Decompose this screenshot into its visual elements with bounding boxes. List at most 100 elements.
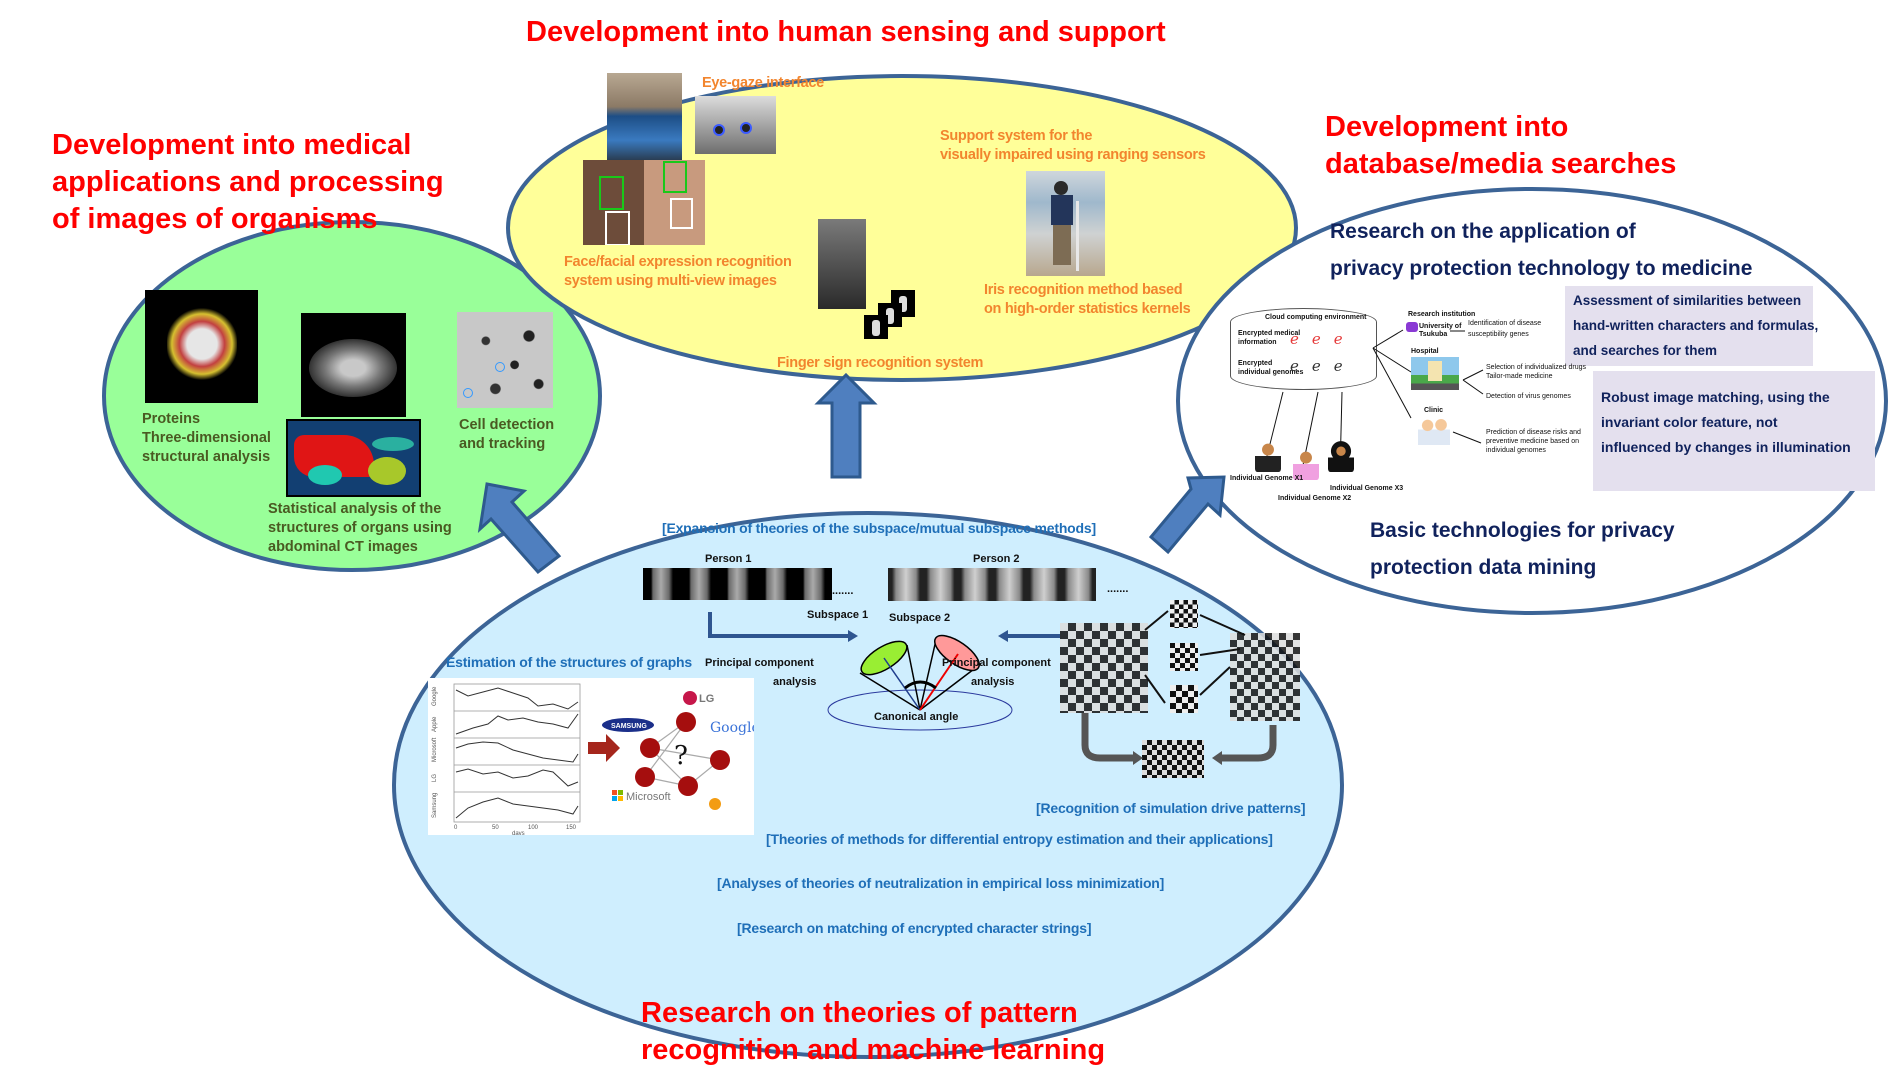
arrow-up-left-icon [477, 482, 562, 575]
organ-label-2: structures of organs using [268, 520, 452, 536]
company-microsoft: Microsoft [626, 791, 671, 803]
graph-node [640, 738, 660, 758]
university-icon [1406, 322, 1418, 332]
cloud-connectors [1262, 329, 1484, 481]
arrow-up-right-icon [1148, 475, 1226, 555]
base-plane [827, 689, 1013, 731]
virus-label: Detection of virus genomes [1486, 393, 1571, 400]
pattern-connectors [1081, 610, 1277, 765]
person1-faces-strip [643, 568, 832, 600]
iris-recognition-label-2: on high-order statistics kernels [984, 301, 1191, 317]
visually-impaired-image [1026, 171, 1105, 276]
grid-view-1 [1170, 643, 1198, 671]
prediction-label-2: preventive medicine based on [1486, 438, 1580, 445]
organ-label-3: abdominal CT images [268, 539, 418, 555]
curved-arrow-left [1081, 713, 1135, 762]
subspace1-vector [883, 657, 921, 711]
research-application-1: Research on the application of [1330, 220, 1636, 243]
basic-tech-1: Basic technologies for privacy [1370, 519, 1675, 542]
medical-title-1: Development into medical [52, 129, 412, 161]
drugs-label-1: Selection of individualized drugs [1486, 364, 1587, 371]
grid-view-0 [1170, 600, 1198, 628]
protein-image [145, 290, 258, 403]
graph-node [676, 712, 696, 732]
grid-view-2 [1170, 685, 1198, 713]
theory-title-2: recognition and machine learning [641, 1034, 1106, 1066]
series-label-apple: Apple [432, 716, 438, 732]
curved-arrow-right [1220, 725, 1277, 762]
drive-patterns-label: [Recognition of simulation drive pattern… [1036, 800, 1306, 816]
university-label-2: Tsukuba [1419, 331, 1448, 338]
enc-medical-2: information [1238, 339, 1277, 346]
identification-label-1: Identification of disease [1468, 320, 1542, 327]
person1-label: Person 1 [705, 553, 752, 565]
database-title-2: database/media searches [1325, 148, 1677, 180]
x-tick-150: 150 [566, 825, 577, 831]
stock-chart [453, 683, 581, 823]
enc-genomes-2: individual genomes [1238, 369, 1304, 376]
pca-arrow-left-head [848, 630, 858, 642]
cloud-label: Cloud computing environment [1265, 314, 1367, 321]
graph-question-mark: ? [674, 741, 688, 771]
grid-cube-left [1060, 623, 1148, 713]
enc-symbol: e [1290, 330, 1312, 348]
prediction-label-3: individual genomes [1486, 447, 1546, 454]
person2-label: Person 2 [973, 553, 1020, 565]
stock-series-google [455, 687, 579, 710]
graph-estimation-figure: 0 50 100 150 days Google Apple Microsoft… [428, 678, 754, 835]
pca-right-label-2: analysis [971, 676, 1015, 688]
prediction-label-1: Prediction of disease risks and [1486, 429, 1581, 436]
encrypted-strings-label: [Research on matching of encrypted chara… [737, 920, 1092, 936]
x-tick-100: 100 [528, 825, 539, 831]
theory-title-1: Research on theories of pattern [641, 997, 1078, 1029]
apple-logo-icon [709, 798, 721, 810]
cell-label-2: and tracking [459, 436, 546, 452]
clinic-label: Clinic [1424, 407, 1444, 414]
graph-node [678, 776, 698, 796]
basic-tech-2: protection data mining [1370, 556, 1597, 579]
canonical-angle-figure [708, 612, 1060, 731]
cone2-edge [919, 665, 979, 711]
stereo-pattern [1142, 740, 1204, 778]
grid-cube-right [1230, 633, 1300, 721]
enc-medical-1: Encrypted medical [1238, 330, 1301, 337]
finger-sign-label: Finger sign recognition system [777, 355, 984, 371]
pca-arrow-right-head [998, 630, 1008, 642]
enc-symbol: e [1290, 357, 1312, 375]
handwriting-line-3: and searches for them [1573, 343, 1718, 358]
person2-faces-strip [888, 568, 1096, 601]
cell-label-1: Cell detection [459, 417, 555, 433]
stock-series-microsoft [455, 741, 579, 763]
enc-medical-symbols: eee [1290, 330, 1356, 348]
identification-label-2: susceptibility genes [1468, 331, 1529, 338]
clinic-icon [1418, 417, 1450, 445]
medical-title-3: of images of organisms [52, 203, 378, 235]
stock-series-samsung [455, 797, 579, 819]
medical-title-2: applications and processing [52, 166, 444, 198]
ct-scan-image [301, 313, 406, 417]
support-system-label-2: visually impaired using ranging sensors [940, 147, 1206, 163]
graph-estimation-label: Estimation of the structures of graphs [446, 654, 692, 670]
company-lg: LG [699, 693, 714, 705]
cloud-diagram: Cloud computing environment Encrypted me… [1225, 300, 1586, 502]
protein-label-2: Three-dimensional [142, 430, 271, 446]
genome-x1-label: Individual Genome X1 [1230, 475, 1304, 482]
pca-arrow-left [708, 612, 848, 638]
camera-rig-image [607, 73, 682, 169]
research-institution-label: Research institution [1408, 311, 1476, 318]
series-label-microsoft: Microsoft [432, 737, 438, 762]
person1-dots: ....... [832, 585, 854, 597]
right-arrow-icon [588, 734, 620, 762]
enc-symbol: e [1311, 330, 1334, 348]
x-axis-label: days [512, 831, 525, 835]
samsung-logo-icon [602, 718, 654, 732]
eye-gaze-label: Eye-gaze interface [702, 75, 824, 91]
stock-series-apple [455, 713, 579, 735]
x-tick-0: 0 [454, 825, 458, 831]
canonical-angle-label: Canonical angle [874, 711, 959, 723]
pca-left-label-2: analysis [773, 676, 817, 688]
pca-arrow-right [1008, 634, 1060, 638]
face-recognition-label-2: system using multi-view images [564, 273, 777, 289]
image-matching-line-2: invariant color feature, not [1601, 414, 1778, 430]
image-matching-line-1: Robust image matching, using the [1601, 389, 1830, 405]
